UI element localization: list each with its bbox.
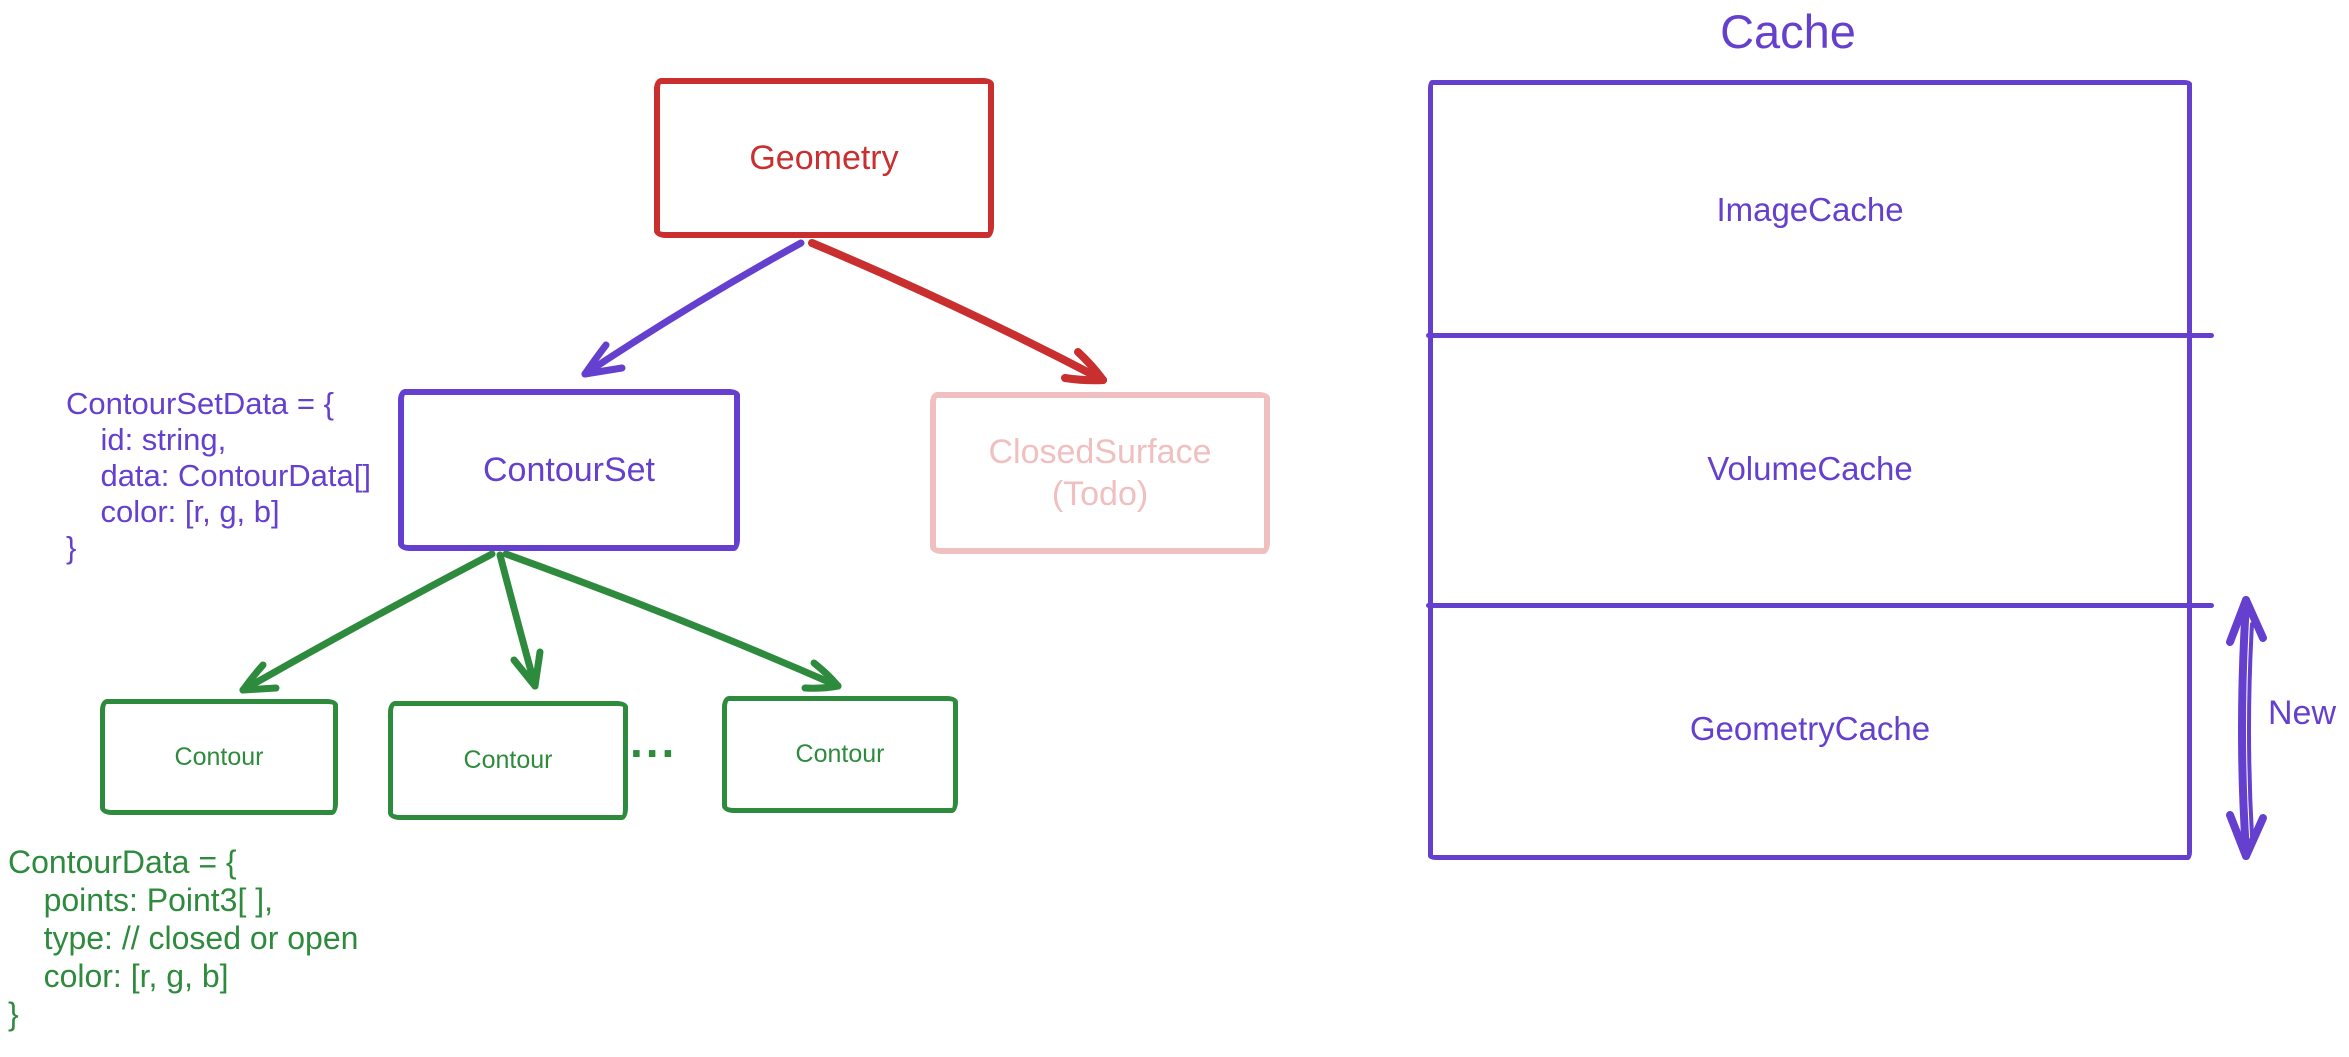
- code-line: }: [8, 996, 19, 1032]
- code-line: data: ContourData[]: [66, 458, 372, 493]
- cache-section-geometrycache: GeometryCache: [1433, 603, 2187, 855]
- code-line: color: [r, g, b]: [66, 494, 280, 529]
- contour-box-2: Contour: [388, 701, 628, 820]
- geometry-box: Geometry: [654, 78, 994, 238]
- contour-box-3: Contour: [722, 696, 958, 813]
- volumecache-label: VolumeCache: [1707, 450, 1913, 487]
- imagecache-label: ImageCache: [1716, 191, 1904, 228]
- geometrycache-label: GeometryCache: [1689, 710, 1931, 747]
- contour-label-1: Contour: [174, 742, 264, 771]
- closedsurface-label-line1: ClosedSurface: [988, 433, 1212, 471]
- contour-label-3: Contour: [795, 740, 885, 768]
- contour-label-2: Contour: [463, 746, 553, 774]
- code-line: type: // closed or open: [8, 920, 359, 956]
- cache-section-volumecache: VolumeCache: [1433, 335, 2187, 603]
- code-line: points: Point3[ ],: [8, 882, 274, 918]
- closedsurface-box: ClosedSurface (Todo): [930, 392, 1270, 554]
- new-label: New: [2268, 694, 2337, 732]
- code-line: color: [r, g, b]: [8, 958, 229, 994]
- new-range-arrow: [2226, 596, 2267, 860]
- code-line: id: string,: [66, 422, 227, 457]
- cache-divider-1: [1426, 333, 2214, 338]
- arrow-contourset-to-contour-1: [239, 550, 496, 694]
- cache-title: Cache: [1720, 5, 1856, 58]
- geometry-label: Geometry: [749, 139, 899, 177]
- arrow-geometry-to-closedsurface: [808, 239, 1107, 385]
- cache-box: ImageCache VolumeCache GeometryCache: [1428, 80, 2192, 860]
- contourset-data-code: ContourSetData = { id: string, data: Con…: [66, 386, 371, 566]
- code-line: }: [66, 530, 77, 565]
- contourset-label: ContourSet: [483, 451, 655, 489]
- code-line: ContourSetData = {: [66, 386, 334, 421]
- contour-data-code: ContourData = { points: Point3[ ], type:…: [8, 843, 358, 1033]
- code-line: ContourData = {: [8, 844, 237, 880]
- contourset-box: ContourSet: [398, 389, 740, 551]
- cache-divider-2: [1426, 603, 2214, 608]
- contour-box-1: Contour: [100, 699, 338, 815]
- arrow-contourset-to-contour-2: [496, 551, 544, 690]
- arrow-contourset-to-contour-3: [502, 550, 842, 692]
- closedsurface-label-line2: (Todo): [1051, 475, 1149, 513]
- arrow-geometry-to-contourset: [581, 239, 805, 378]
- cache-section-imagecache: ImageCache: [1433, 85, 2187, 335]
- contour-ellipsis: ...: [630, 715, 678, 767]
